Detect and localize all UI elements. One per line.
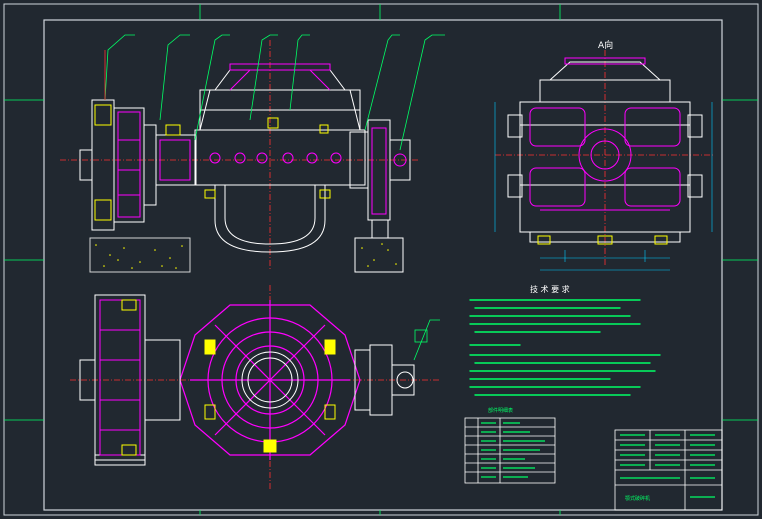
parts-table-title: 部件明细表 — [488, 407, 513, 414]
technical-requirements: 技 术 要 求 — [469, 284, 661, 396]
title-block-name: 颚式破碎机 — [625, 495, 650, 502]
view-label-a: A向 — [598, 39, 613, 51]
plan-view — [70, 285, 440, 490]
drawing-frame — [3, 3, 759, 516]
tech-requirements-title: 技 术 要 求 — [530, 284, 570, 294]
parts-table: 部件明细表 — [464, 407, 556, 484]
front-view — [60, 34, 445, 273]
title-block: 颚式破碎机 — [614, 429, 723, 511]
side-view-a: A向 — [494, 39, 715, 271]
